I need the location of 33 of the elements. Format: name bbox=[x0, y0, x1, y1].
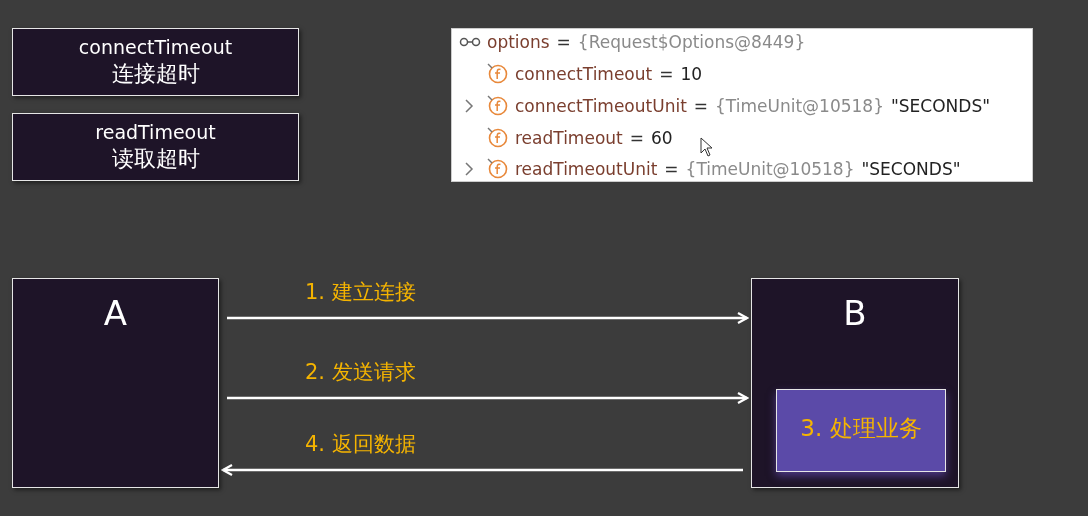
arrow bbox=[227, 391, 749, 405]
term-label: readTimeout bbox=[94, 120, 217, 145]
system-name: A bbox=[102, 292, 129, 335]
term-box bbox=[12, 28, 299, 96]
arrow bbox=[221, 463, 743, 477]
field-value: 60 bbox=[650, 128, 673, 148]
field-value: "SECONDS" bbox=[890, 96, 990, 116]
object-reference: {TimeUnit@10518} bbox=[715, 96, 884, 116]
field-name: readTimeoutUnit bbox=[515, 159, 658, 179]
term-label: 连接超时 bbox=[110, 59, 201, 88]
equals-sign: = bbox=[664, 159, 679, 179]
equals-sign: = bbox=[693, 96, 709, 116]
field-name: options bbox=[487, 32, 550, 52]
equals-sign: = bbox=[629, 128, 644, 148]
field-name: connectTimeout bbox=[515, 64, 653, 84]
term-box bbox=[12, 113, 299, 181]
field-name: readTimeout bbox=[515, 128, 623, 148]
system-box bbox=[12, 278, 219, 488]
system-name: B bbox=[842, 292, 868, 335]
arrow bbox=[227, 311, 749, 325]
object-reference: {TimeUnit@10518} bbox=[685, 159, 855, 179]
term-label: connectTimeout bbox=[77, 35, 234, 60]
debugger-panel bbox=[451, 28, 1033, 182]
field-value: "SECONDS" bbox=[861, 159, 961, 179]
system-box bbox=[751, 278, 959, 488]
equals-sign: = bbox=[659, 64, 674, 84]
term-label: 读取超时 bbox=[110, 144, 201, 173]
process-box bbox=[776, 389, 946, 472]
field-value: 10 bbox=[680, 64, 703, 84]
process-label: 3. 处理业务 bbox=[799, 414, 923, 443]
equals-sign: = bbox=[556, 32, 571, 52]
field-name: connectTimeoutUnit bbox=[515, 96, 687, 116]
object-reference: {Request$Options@8449} bbox=[577, 32, 806, 52]
